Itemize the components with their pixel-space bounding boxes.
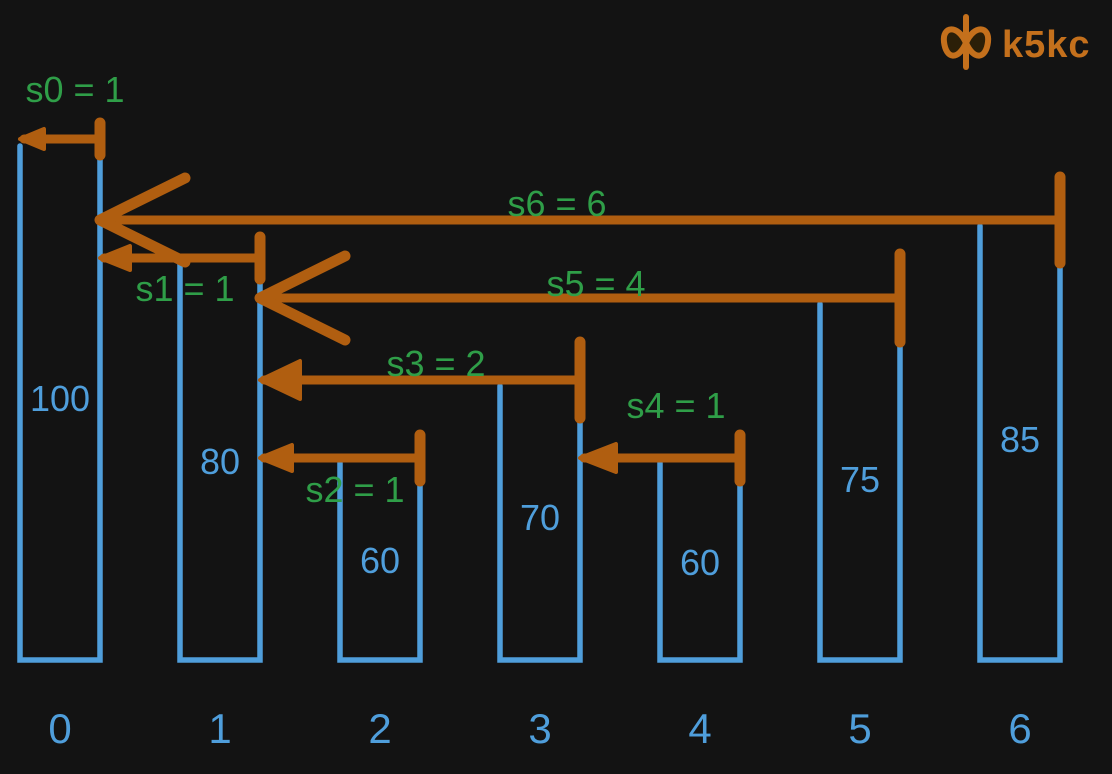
arrowhead-small-icon (578, 442, 618, 474)
bar-outline-2 (337, 460, 423, 663)
span-arrow-s4 (578, 429, 746, 487)
span-label-s5: s5 = 4 (546, 263, 645, 304)
span-arrow-s6 (94, 171, 1066, 269)
bar-value-label-3: 70 (520, 497, 560, 538)
span-arrow-s2 (258, 429, 426, 487)
span-label-s0: s0 = 1 (25, 69, 124, 110)
bar-outline-1 (177, 258, 263, 663)
arrowhead-large-icon (94, 172, 191, 268)
arrowhead-small-icon (98, 244, 132, 272)
span-label-s4: s4 = 1 (626, 385, 725, 426)
arrowhead-small-icon (258, 443, 294, 473)
watermark-text: k5kc (1002, 24, 1091, 66)
span-label-s6: s6 = 6 (507, 183, 606, 224)
butterfly-infinity-icon (940, 14, 992, 70)
bar-outline-0 (17, 143, 103, 663)
bar-value-label-6: 85 (1000, 419, 1040, 460)
category-label-3: 3 (528, 705, 551, 752)
arrowhead-large-icon (254, 250, 351, 346)
span-label-s1: s1 = 1 (135, 268, 234, 309)
watermark: k5kc (940, 14, 1091, 70)
bar-value-label-4: 60 (680, 542, 720, 583)
category-label-4: 4 (688, 705, 711, 752)
bar-outline-3 (497, 383, 583, 663)
category-label-0: 0 (48, 705, 71, 752)
category-label-6: 6 (1008, 705, 1031, 752)
span-label-s3: s3 = 2 (386, 343, 485, 384)
category-label-5: 5 (848, 705, 871, 752)
bars-layer (17, 143, 1063, 663)
category-label-2: 2 (368, 705, 391, 752)
bar-outline-4 (657, 460, 743, 663)
span-arrow-s3 (258, 336, 586, 424)
arrowhead-small-icon (258, 359, 302, 401)
span-arrow-s5 (254, 248, 906, 348)
bar-value-label-1: 80 (200, 441, 240, 482)
category-label-1: 1 (208, 705, 231, 752)
bar-value-label-5: 75 (840, 459, 880, 500)
bar-outline-5 (817, 301, 903, 663)
span-arrows-layer (18, 117, 1066, 487)
span-label-s2: s2 = 1 (305, 469, 404, 510)
span-arrow-s0 (18, 117, 106, 161)
bar-outline-6 (977, 223, 1063, 663)
bar-value-label-0: 100 (30, 378, 90, 419)
arrowhead-small-icon (18, 127, 46, 151)
bar-value-label-2: 60 (360, 540, 400, 581)
